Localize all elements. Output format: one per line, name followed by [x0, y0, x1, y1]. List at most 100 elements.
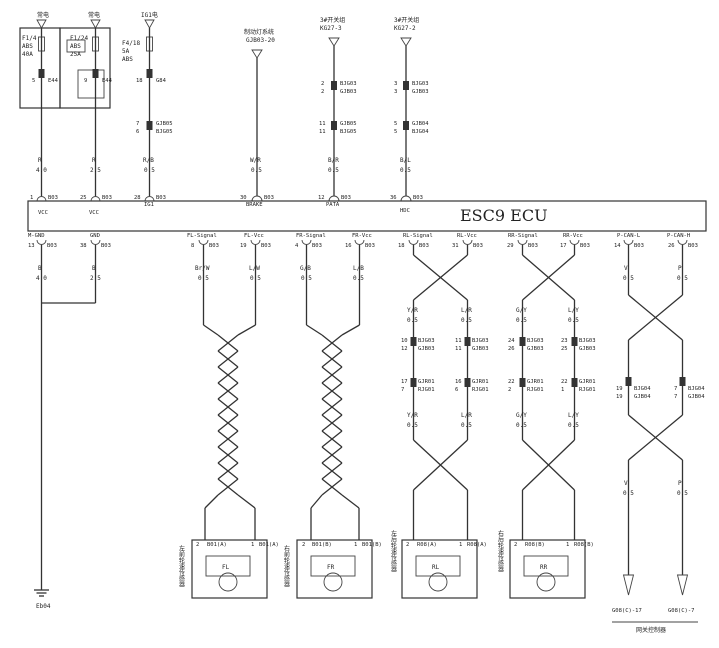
rcl-a-3: 22 — [508, 379, 515, 385]
fl-twist-strand-b — [217, 462, 239, 480]
bottom-pin-num-6: 16 — [345, 243, 352, 249]
sensor-conn-b-rr: R08(B) — [574, 542, 594, 548]
fuse-2-line-1: F1/24 — [70, 35, 88, 42]
bottom-pin-name-7: RL-Signal — [403, 233, 433, 239]
mid-conn-a-5: 5 — [394, 121, 397, 127]
can-out-gauge-1: 0.5 — [623, 490, 634, 497]
fuse-inner-frame — [66, 39, 86, 53]
sensor-side-fl: 左前轮速传感器 — [178, 544, 185, 588]
rcu-ida-2: BJG03 — [472, 338, 489, 344]
sensor-pin-b-fr: 1 — [354, 542, 357, 548]
can-conn-ida-1: BJG04 — [634, 386, 651, 392]
top-pin-id-5: B03 — [341, 195, 351, 201]
bottom-pin-id-11: B03 — [634, 243, 644, 249]
top-pin-id-4: B03 — [264, 195, 274, 201]
source-label-5: 3#开关组 — [320, 16, 345, 24]
fl-twist-strand-b — [217, 366, 239, 384]
bottom-pin-num-11: 14 — [614, 243, 621, 249]
fl-twist-strand-b — [217, 382, 239, 400]
rcu-idb-2: GJB03 — [472, 346, 489, 352]
fl-twist-strand-b — [217, 398, 239, 416]
rear-lower-gauge-1: 0.5 — [407, 422, 418, 429]
can-conn-b-1: 19 — [616, 394, 623, 400]
bottom-pin-name-10: RR-Vcc — [563, 233, 583, 239]
fuse-2-line-3: 25A — [70, 51, 81, 58]
sensor-conn-a-rr: R08(B) — [525, 542, 545, 548]
mid-conn-ida-5: GJB04 — [412, 121, 429, 127]
can-conn-ida-2: BJG04 — [688, 386, 705, 392]
source-label-3: IG1电 — [141, 11, 158, 19]
rear-lower-color-3: G/Y — [516, 412, 527, 419]
fuse-conn-pin-1: 5 — [32, 78, 35, 84]
sensor-pin-a-rr: 2 — [514, 542, 517, 548]
rcl-idb-4: RJG01 — [579, 387, 596, 393]
rcl-b-2: 6 — [455, 387, 458, 393]
fr-twist-strand-b — [321, 446, 343, 464]
bottom-pin-num-5: 4 — [295, 243, 299, 249]
rcu-a-1: 10 — [401, 338, 408, 344]
bottom-pin-num-9: 29 — [507, 243, 514, 249]
sensor-name-rl: RL — [432, 564, 440, 571]
can-out-labels: V 0.5 P 0.5 G08(C)-17 G08(C)-7 网关控制器 — [612, 480, 695, 634]
ecu-box — [27, 200, 707, 232]
bottom-pin-arcs — [36, 239, 688, 245]
fr-twist-strand-b — [321, 414, 343, 432]
rcu-a-2: 11 — [455, 338, 462, 344]
fuse-3-line-2: 5A — [122, 48, 130, 55]
bottom-pin-id-4: B03 — [261, 243, 271, 249]
top-pin-id-6: B03 — [413, 195, 423, 201]
sensor-pin-b-rr: 1 — [566, 542, 569, 548]
rcl-ida-3: GJR01 — [527, 379, 544, 385]
bottom-pin-name-1: M-GND — [28, 233, 45, 239]
gateway-label: 网关控制器 — [636, 626, 666, 634]
top-wire-color-6: B/L — [400, 157, 411, 164]
mid-conn-idb-2: GJB03 — [340, 89, 357, 95]
sensor-name-rr: RR — [540, 564, 548, 571]
ground-icon — [34, 589, 49, 597]
fr-twist-strand-b — [321, 334, 343, 352]
ecu-title: ESC9 ECU — [460, 206, 548, 225]
rcl-ida-1: GJR01 — [418, 379, 435, 385]
fr-twist-strand-b — [321, 398, 343, 416]
bottom-pin-num-12: 26 — [668, 243, 675, 249]
fr-twist-strand-b — [321, 462, 343, 480]
rear-color-4: L/Y — [568, 307, 579, 314]
source-label-2: 常电 — [88, 11, 100, 19]
can-conn-idb-2: GJB04 — [688, 394, 705, 400]
top-wire-gauge-6: 0.5 — [400, 167, 411, 174]
bottom-pin-id-3: B03 — [209, 243, 219, 249]
rcu-a-4: 23 — [561, 338, 568, 344]
sensor-pin-b-rl: 1 — [459, 542, 462, 548]
rcu-idb-4: GJB03 — [579, 346, 596, 352]
sensor-rr: RR 2 R08(B) 1 R08(B) — [509, 539, 594, 599]
rear-lower-gauge-3: 0.5 — [516, 422, 527, 429]
bottom-pin-id-7: B03 — [419, 243, 429, 249]
sensor-conn-b-fl: B01(A) — [259, 542, 279, 548]
source-label-4: 制动灯系统 — [244, 28, 274, 36]
rear-conn-upper-labels: 10 12 BJG03 GJB03 11 11 BJG03 GJB03 24 2… — [401, 338, 596, 352]
bottom-pin-num-8: 31 — [452, 243, 459, 249]
mid-conn-idb-4: GJB03 — [412, 89, 429, 95]
rcl-b-3: 2 — [508, 387, 511, 393]
top-wire-color-4: W/R — [250, 157, 261, 164]
top-pin-num-6: 36 — [390, 195, 397, 201]
top-pin-num-3: 28 — [134, 195, 141, 201]
can-wires — [627, 245, 684, 575]
fl-twist-strand-b — [217, 478, 239, 496]
rear-connectors — [410, 337, 578, 387]
sensor-fl: FL 2 B01(A) 1 B01(A) — [191, 539, 279, 599]
bottom-pin-name-3: FL-Signal — [187, 233, 217, 239]
bottom-color-2: B — [92, 265, 96, 272]
bottom-pin-num-3: 8 — [191, 243, 194, 249]
rear-wires — [412, 245, 576, 540]
top-pin-id-2: B03 — [102, 195, 112, 201]
mid-conn-b-3: 11 — [319, 129, 326, 135]
bottom-pin-num-7: 18 — [398, 243, 405, 249]
top-pin-name-4: BRAKE — [246, 202, 263, 208]
bottom-pin-num-4: 19 — [240, 243, 247, 249]
top-wire-color-3: R/B — [143, 157, 154, 164]
fuse-conn-pin-2: 9 — [84, 78, 87, 84]
rear-gauge-1: 0.5 — [407, 317, 418, 324]
rcu-b-3: 26 — [508, 346, 515, 352]
top-pin-name-3: IG1 — [144, 202, 154, 208]
